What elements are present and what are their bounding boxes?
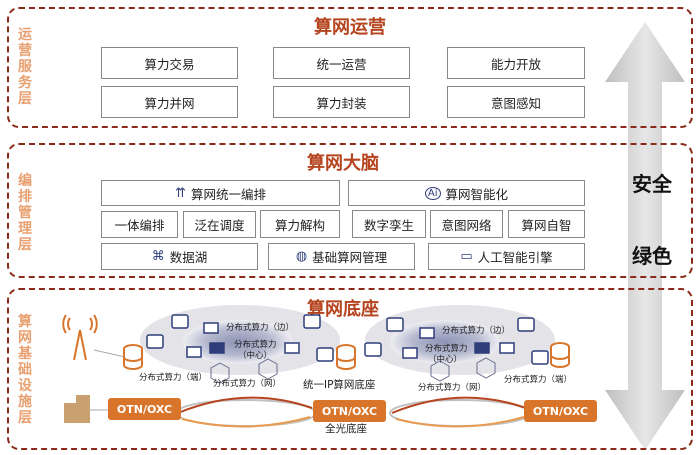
laptop-icon: ▭ — [460, 249, 473, 264]
ip-base-label: 统一IP算网底座 — [303, 379, 376, 391]
left-center-label: 分布式算力 — [234, 340, 277, 350]
brain-layer-label: 编排管理层 — [18, 173, 32, 253]
left-terminal-label: 分布式算力（端） — [139, 373, 208, 383]
data-lake-box: ⌘ 数据湖 — [101, 243, 258, 270]
box-label: 数据湖 — [169, 250, 208, 265]
optical-base-label: 全光底座 — [325, 423, 367, 435]
left-network-label: 分布式算力（网） — [213, 379, 282, 389]
green-label: 绿色 — [632, 244, 672, 268]
service-box: 能力开放 — [447, 47, 585, 79]
building-icon — [64, 395, 90, 423]
server-icon — [386, 317, 404, 332]
otn-oxc-node: OTN/OXC — [108, 398, 181, 420]
data-lake-icon: ⌘ — [151, 249, 165, 264]
safety-double-arrow — [605, 22, 685, 450]
optical-ring-left — [175, 396, 317, 428]
monitor-icon — [209, 342, 225, 354]
unified-orchestration-box: ⇈算网统一编排 — [101, 180, 340, 206]
database-icon — [336, 344, 356, 370]
operation-layer-label: 运营服务层 — [18, 27, 32, 107]
server-icon — [146, 334, 164, 349]
service-box: 算力封装 — [273, 86, 410, 118]
monitor-icon — [186, 346, 202, 358]
infra-layer-label: 算网基础设施层 — [18, 314, 32, 426]
otn-oxc-node: OTN/OXC — [524, 400, 597, 422]
operation-title: 算网运营 — [314, 17, 386, 38]
left-center-sub-label: （中心） — [238, 351, 273, 361]
service-box: 统一运营 — [273, 47, 410, 79]
server-icon — [531, 350, 549, 365]
monitor-icon — [499, 342, 515, 354]
function-box: 意图网络 — [430, 210, 503, 238]
monitor-icon — [203, 322, 219, 334]
optical-ring-right — [389, 396, 531, 428]
brain-layer-panel — [7, 143, 693, 278]
right-terminal-label: 分布式算力（端） — [504, 375, 573, 385]
box-label: 基础算网管理 — [312, 250, 388, 265]
function-box: 算力解构 — [260, 210, 340, 238]
function-box: 一体编排 — [101, 211, 178, 238]
infra-layer-panel — [7, 288, 693, 450]
function-box: 泛在调度 — [183, 211, 256, 238]
network-node-icon — [258, 358, 278, 380]
brain-title: 算网大脑 — [307, 153, 379, 174]
box-label: 算网智能化 — [445, 186, 509, 202]
safety-label: 安全 — [632, 172, 672, 196]
infra-title: 算网底座 — [307, 299, 379, 320]
database-icon — [550, 342, 570, 368]
right-edge-label: 分布式算力（边） — [442, 326, 511, 336]
network-node-icon — [210, 362, 230, 384]
ai-icon: Ai — [424, 186, 441, 200]
left-edge-label: 分布式算力（边） — [226, 323, 295, 333]
monitor-icon — [284, 342, 300, 354]
globe-icon: ◍ — [295, 249, 308, 264]
server-icon — [303, 314, 321, 329]
service-box: 算力并网 — [101, 86, 238, 118]
server-icon — [364, 342, 382, 357]
infra-diagram — [62, 305, 570, 428]
service-box: 算力交易 — [101, 47, 238, 79]
monitor-icon — [402, 347, 418, 359]
function-box: 数字孪生 — [352, 210, 426, 238]
box-label: 人工智能引擎 — [477, 250, 553, 265]
right-network-label: 分布式算力（网） — [418, 383, 487, 393]
monitor-icon — [474, 342, 490, 354]
server-icon — [171, 314, 189, 329]
network-node-icon — [476, 357, 496, 379]
server-icon — [316, 347, 334, 362]
network-node-icon — [430, 360, 450, 382]
operation-layer-panel — [7, 7, 693, 128]
orchestration-arrows-icon: ⇈ — [175, 185, 186, 201]
right-center-sub-label: （中心） — [428, 355, 463, 365]
right-center-label: 分布式算力 — [425, 344, 468, 354]
antenna-icon — [62, 314, 98, 361]
database-icon — [123, 344, 143, 370]
network-management-box: ◍ 基础算网管理 — [268, 243, 415, 270]
server-icon — [517, 317, 535, 332]
ai-engine-box: ▭ 人工智能引擎 — [428, 243, 585, 270]
box-label: 算网统一编排 — [190, 186, 266, 202]
service-box: 意图感知 — [447, 86, 585, 118]
otn-oxc-node: OTN/OXC — [313, 400, 386, 422]
function-box: 算网自智 — [508, 210, 585, 238]
intelligence-box: Ai 算网智能化 — [348, 180, 585, 206]
monitor-icon — [419, 327, 435, 339]
